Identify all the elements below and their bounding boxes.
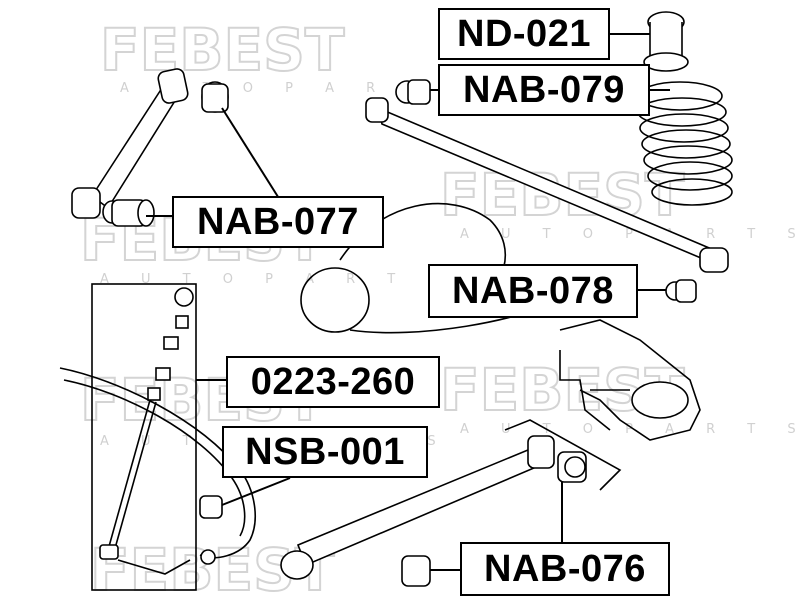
- leader-lines: [146, 33, 670, 571]
- part-label-nab-076: NAB-076: [460, 542, 670, 596]
- part-label-nsb-001: NSB-001: [222, 426, 428, 478]
- watermark: FEBEST A U T O P A R T S FEBEST A U T O …: [79, 15, 800, 600]
- watermark-brand: FEBEST: [440, 161, 685, 229]
- upper-control-arm: [71, 68, 229, 227]
- watermark-brand: FEBEST: [100, 16, 345, 84]
- part-label-0223-260: 0223-260: [226, 356, 440, 408]
- coil-spring: [637, 11, 733, 206]
- stabilizer-link-kit: [59, 283, 256, 591]
- lower-control-arm: [280, 419, 622, 587]
- watermark-sub: A U T O P A R T S: [460, 227, 800, 242]
- part-label-nab-077: NAB-077: [172, 196, 384, 248]
- lateral-rod: [365, 79, 729, 303]
- part-label-nab-079: NAB-079: [438, 64, 650, 116]
- part-label-nab-078: NAB-078: [428, 264, 638, 318]
- watermark-sub: A U T O P A R T S: [460, 422, 800, 437]
- part-label-nd-021: ND-021: [438, 8, 610, 60]
